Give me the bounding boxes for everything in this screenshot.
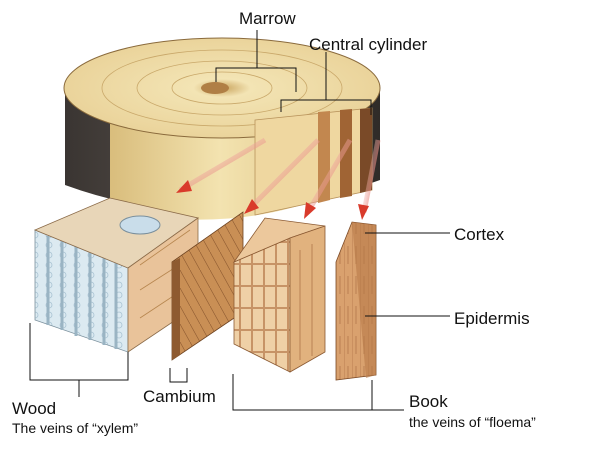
book-block [232,217,326,373]
marrow-label: Marrow [239,9,296,28]
cambium-block [171,211,244,361]
section-arrows [176,137,381,220]
floema-veins-label: the veins of “floema” [409,414,536,430]
epidermis-label: Epidermis [454,309,530,328]
xylem-veins-label: The veins of “xylem” [12,420,139,436]
cortex-block [335,221,377,381]
wood-block [33,197,199,353]
central-cylinder-label: Central cylinder [309,35,428,54]
trunk [63,37,381,220]
cortex-label: Cortex [454,225,505,244]
cambium-label: Cambium [143,387,216,406]
leader-lines [29,30,450,411]
book-label: Book [409,392,448,411]
wood-label: Wood [12,399,57,418]
